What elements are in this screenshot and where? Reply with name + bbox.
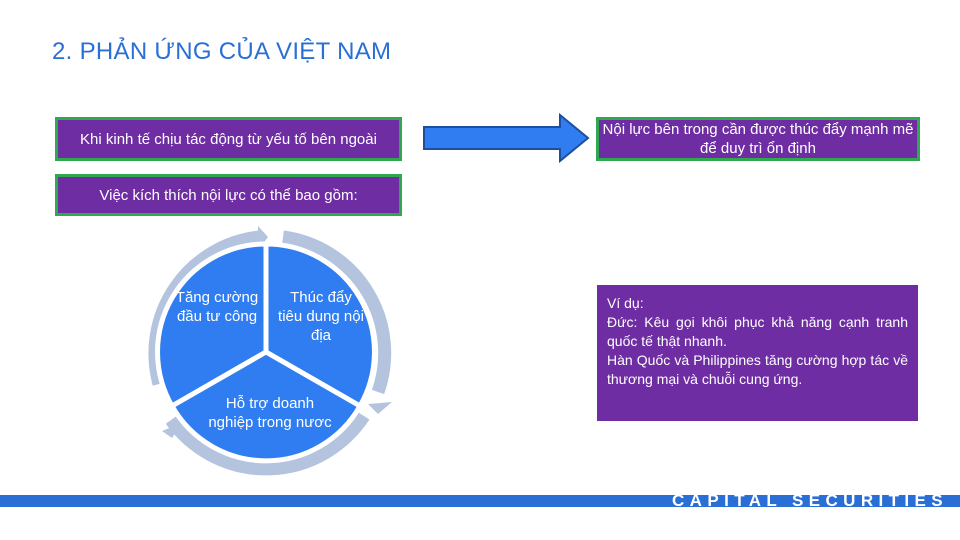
example-line-korea-philippines: Hàn Quốc và Philippines tăng cường hợp t…	[607, 352, 908, 387]
cycle-diagram	[148, 226, 392, 476]
page-title: 2. PHẢN ỨNG CỦA VIỆT NAM	[52, 38, 392, 65]
example-line-germany: Đức: Kêu gọi khôi phục khả năng cạnh tra…	[607, 314, 908, 349]
internal-strength-box: Nội lực bên trong cần được thúc đẩy mạnh…	[596, 117, 920, 161]
cycle-label-public-investment: Tăng cường đầu tư công	[175, 289, 259, 325]
example-box: Ví dụ: Đức: Kêu gọi khôi phục khả năng c…	[597, 285, 918, 421]
cycle-label-domestic-consumption: Thúc đẩy tiêu dung nội địa	[278, 289, 364, 344]
external-impact-text: Khi kinh tế chịu tác động từ yếu tố bên …	[80, 130, 377, 148]
footer-bar	[0, 495, 960, 507]
stimulus-intro-box: Việc kích thích nội lực có thể bao gồm:	[55, 174, 402, 216]
internal-strength-text: Nội lực bên trong cần được thúc đẩy mạnh…	[602, 121, 914, 157]
cycle-segment-3	[169, 349, 363, 464]
cycle-label-business-support: Hỗ trợ doanh nghiệp trong nươc	[208, 395, 332, 431]
footer-brand: CAPITAL SECURITIES	[672, 491, 949, 510]
external-impact-box: Khi kinh tế chịu tác động từ yếu tố bên …	[55, 117, 402, 161]
example-heading: Ví dụ:	[607, 295, 644, 311]
cycle-arrowhead-2	[368, 402, 392, 414]
cycle-ring-arc-1	[148, 230, 261, 386]
stimulus-intro-text: Việc kích thích nội lực có thể bao gồm:	[99, 186, 358, 204]
cycle-arrowhead-3	[162, 423, 182, 438]
cycle-ring-arc-3	[165, 412, 370, 476]
right-arrow-icon	[423, 113, 590, 164]
cycle-ring-arc-2	[282, 230, 392, 395]
